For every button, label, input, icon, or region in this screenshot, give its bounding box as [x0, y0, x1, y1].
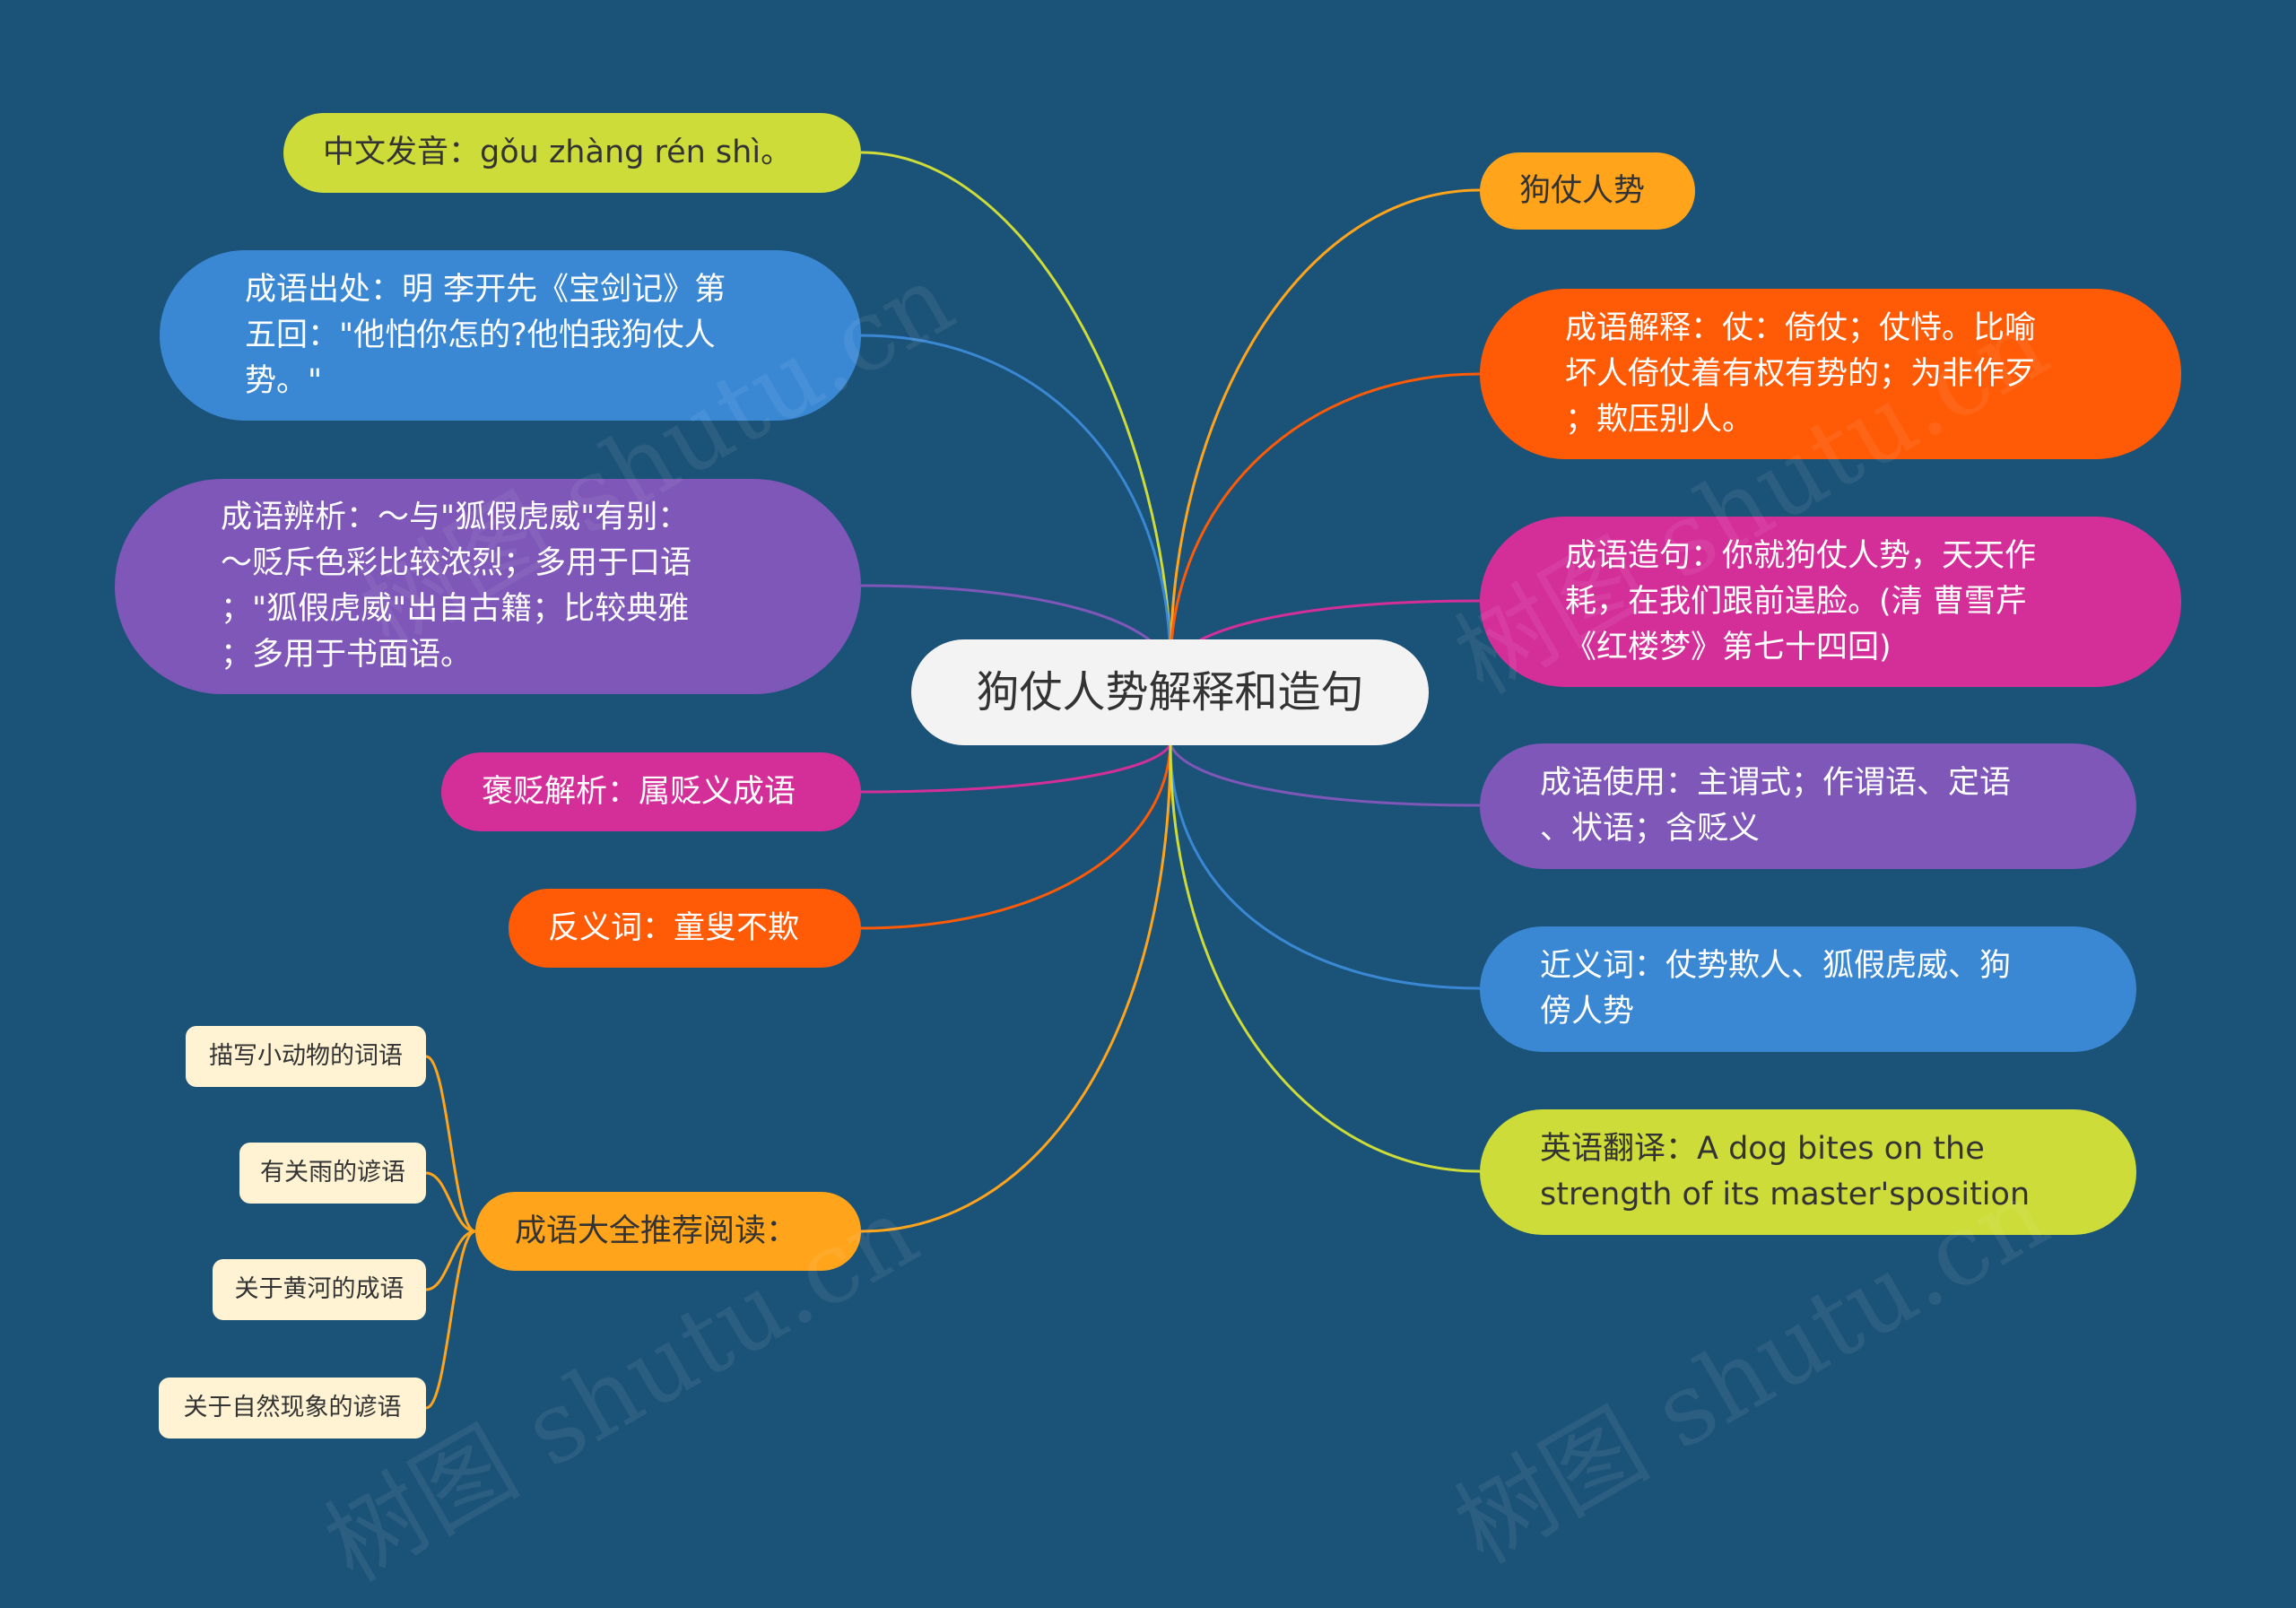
reading-item-label: 描写小动物的词语 — [209, 1042, 403, 1070]
node-antonym-label: 反义词：童叟不欺 — [548, 909, 800, 946]
node-reading[interactable]: 成语大全推荐阅读： — [475, 1192, 861, 1271]
reading-item-label: 关于黄河的成语 — [234, 1275, 404, 1303]
node-synonym-label: 近义词：仗势欺人、狐假虎威、狗 傍人势 — [1540, 948, 2012, 1030]
node-source[interactable]: 成语出处：明 李开先《宝剑记》第 五回："他怕你怎的?他怕我狗仗人 势。" — [160, 250, 861, 421]
node-antonym[interactable]: 反义词：童叟不欺 — [509, 889, 861, 968]
link-meaning — [1169, 372, 1481, 669]
link-leaf-2 — [425, 1171, 476, 1233]
node-idiom-label: 狗仗人势 — [1519, 172, 1646, 209]
node-source-label: 成语出处：明 李开先《宝剑记》第 五回："他怕你怎的?他怕我狗仗人 势。" — [245, 271, 726, 399]
reading-item-label: 有关雨的谚语 — [260, 1159, 405, 1186]
node-usage[interactable]: 成语使用：主谓式；作谓语、定语 、状语；含贬义 — [1480, 743, 2136, 869]
link-synonym — [1169, 743, 1481, 990]
link-source — [860, 334, 1172, 669]
node-example-label: 成语造句：你就狗仗人势，天天作 耗，在我们跟前逞脸。(清 曹雪芹 《红楼梦》第七… — [1565, 537, 2037, 665]
reading-item[interactable]: 描写小动物的词语 — [186, 1026, 426, 1087]
node-analysis[interactable]: 成语辨析：～与"狐假虎威"有别： ～贬斥色彩比较浓烈；多用于口语 ；"狐假虎威"… — [115, 479, 861, 694]
reading-item[interactable]: 有关雨的谚语 — [239, 1143, 426, 1204]
central-topic[interactable]: 狗仗人势解释和造句 — [911, 639, 1429, 745]
node-pronunciation-label: 中文发音：gǒu zhàng rén shì。 — [323, 135, 793, 170]
link-usage — [1169, 743, 1481, 807]
node-example[interactable]: 成语造句：你就狗仗人势，天天作 耗，在我们跟前逞脸。(清 曹雪芹 《红楼梦》第七… — [1480, 517, 2181, 687]
connector-lines — [425, 151, 1481, 1410]
node-english[interactable]: 英语翻译：A dog bites on the strength of its … — [1480, 1109, 2136, 1235]
node-meaning-label: 成语解释：仗：倚仗；仗恃。比喻 坏人倚仗着有权有势的；为非作歹 ；欺压别人。 — [1565, 309, 2037, 438]
link-english — [1169, 743, 1481, 1173]
node-sentiment-label: 褒贬解析：属贬义成语 — [482, 773, 796, 810]
node-pronunciation[interactable]: 中文发音：gǒu zhàng rén shì。 — [283, 113, 861, 193]
node-reading-label: 成语大全推荐阅读： — [515, 1213, 798, 1249]
node-usage-label: 成语使用：主谓式；作谓语、定语 、状语；含贬义 — [1540, 765, 2012, 847]
node-meaning[interactable]: 成语解释：仗：倚仗；仗恃。比喻 坏人倚仗着有权有势的；为非作歹 ；欺压别人。 — [1480, 289, 2181, 459]
node-sentiment[interactable]: 褒贬解析：属贬义成语 — [441, 752, 861, 831]
node-analysis-label: 成语辨析：～与"狐假虎威"有别： ～贬斥色彩比较浓烈；多用于口语 ；"狐假虎威"… — [221, 500, 692, 673]
link-antonym — [860, 743, 1172, 930]
link-pronunciation — [860, 151, 1172, 669]
central-topic-label: 狗仗人势解释和造句 — [976, 666, 1364, 717]
node-english-label: 英语翻译：A dog bites on the strength of its … — [1540, 1131, 2031, 1213]
reading-item[interactable]: 关于黄河的成语 — [213, 1259, 426, 1320]
link-idiom — [1169, 188, 1481, 669]
reading-item-label: 关于自然现象的谚语 — [183, 1394, 402, 1421]
reading-item[interactable]: 关于自然现象的谚语 — [159, 1378, 426, 1439]
node-idiom[interactable]: 狗仗人势 — [1480, 152, 1695, 230]
link-sentiment — [860, 743, 1172, 794]
link-leaf-3 — [425, 1230, 476, 1291]
link-leaf-4 — [425, 1230, 476, 1410]
link-leaf-1 — [425, 1055, 476, 1233]
node-synonym[interactable]: 近义词：仗势欺人、狐假虎威、狗 傍人势 — [1480, 926, 2136, 1052]
link-reading — [860, 743, 1172, 1233]
